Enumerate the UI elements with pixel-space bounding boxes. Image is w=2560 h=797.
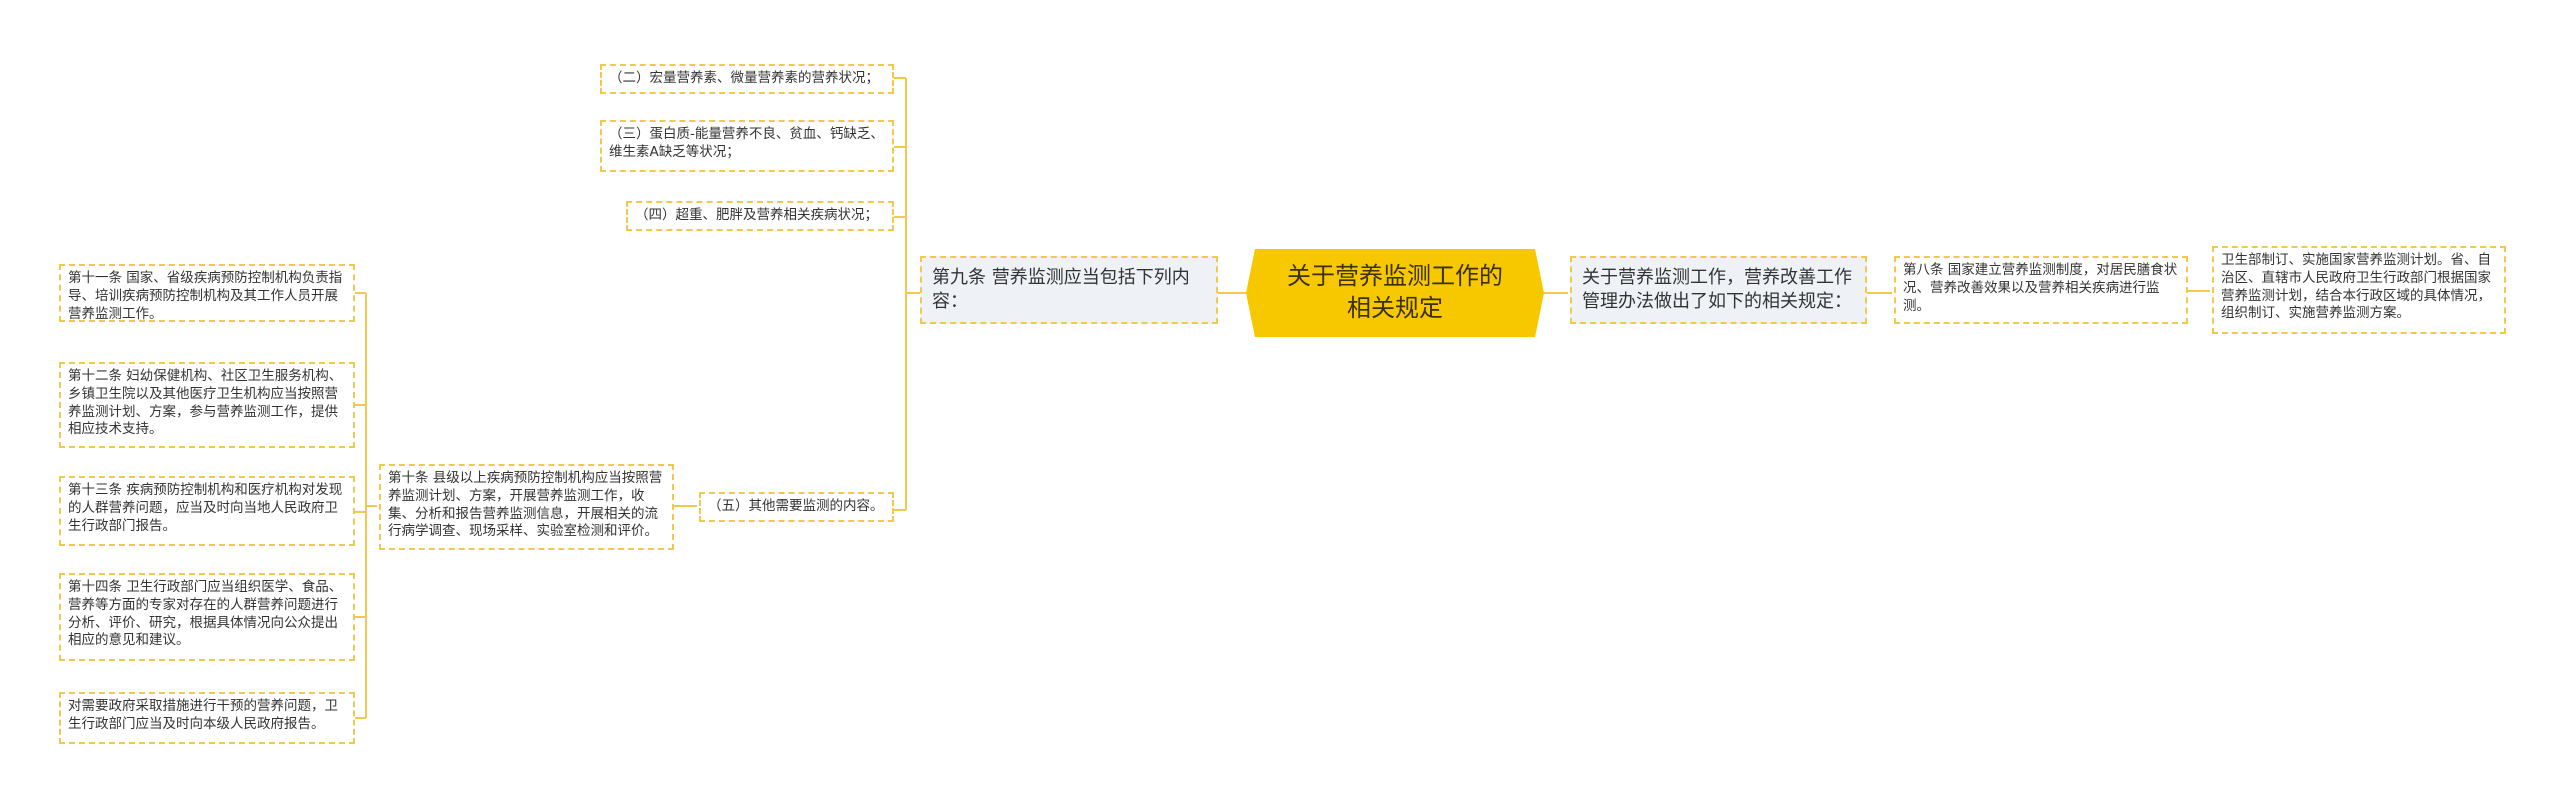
sub-article-text: 第十二条 妇幼保健机构、社区卫生服务机构、乡镇卫生院以及其他医疗卫生机构应当按照… bbox=[68, 368, 343, 438]
article-8-node[interactable]: 第八条 国家建立营养监测制度，对居民膳食状况、营养改善效果以及营养相关疾病进行监… bbox=[1894, 256, 2188, 324]
sub-article-text: 第十四条 卫生行政部门应当组织医学、食品、营养等方面的专家对存在的人群营养问题进… bbox=[68, 579, 343, 649]
article-8-detail-node[interactable]: 卫生部制订、实施国家营养监测计划。省、自治区、直辖市人民政府卫生行政部门根据国家… bbox=[2212, 246, 2506, 334]
article-9-item-text: （三）蛋白质-能量营养不良、贫血、钙缺乏、维生素A缺乏等状况； bbox=[609, 126, 884, 160]
sub-article-node[interactable]: 第十四条 卫生行政部门应当组织医学、食品、营养等方面的专家对存在的人群营养问题进… bbox=[59, 573, 355, 661]
article-10-text: 第十条 县级以上疾病预防控制机构应当按照营养监测计划、方案，开展营养监测工作，收… bbox=[388, 470, 663, 540]
sub-article-text: 对需要政府采取措施进行干预的营养问题，卫生行政部门应当及时向本级人民政府报告。 bbox=[68, 698, 338, 732]
article-9-item[interactable]: （二）宏量营养素、微量营养素的营养状况； bbox=[600, 64, 894, 94]
branch-right-intro-text: 关于营养监测工作，营养改善工作管理办法做出了如下的相关规定： bbox=[1582, 267, 1852, 312]
article-9-item[interactable]: （三）蛋白质-能量营养不良、贫血、钙缺乏、维生素A缺乏等状况； bbox=[600, 120, 894, 172]
article-9-item-text: （二）宏量营养素、微量营养素的营养状况； bbox=[609, 70, 879, 86]
article-9-node[interactable]: 第九条 营养监测应当包括下列内容： bbox=[920, 256, 1218, 324]
branch-right-intro[interactable]: 关于营养监测工作，营养改善工作管理办法做出了如下的相关规定： bbox=[1570, 256, 1867, 324]
sub-article-node[interactable]: 第十二条 妇幼保健机构、社区卫生服务机构、乡镇卫生院以及其他医疗卫生机构应当按照… bbox=[59, 362, 355, 448]
article-9-item-text: （四）超重、肥胖及营养相关疾病状况； bbox=[635, 207, 878, 223]
article-9-item[interactable]: （五）其他需要监测的内容。 bbox=[699, 492, 894, 522]
article-8-text: 第八条 国家建立营养监测制度，对居民膳食状况、营养改善效果以及营养相关疾病进行监… bbox=[1903, 262, 2178, 314]
link-art9-spine bbox=[905, 78, 920, 510]
article-10-node[interactable]: 第十条 县级以上疾病预防控制机构应当按照营养监测计划、方案，开展营养监测工作，收… bbox=[379, 464, 674, 550]
sub-article-text: 第十一条 国家、省级疾病预防控制机构负责指导、培训疾病预防控制机构及其工作人员开… bbox=[68, 270, 343, 322]
root-topic[interactable]: 关于营养监测工作的相关规定 bbox=[1246, 249, 1544, 337]
article-9-text: 第九条 营养监测应当包括下列内容： bbox=[932, 267, 1190, 312]
article-9-item-text: （五）其他需要监测的内容。 bbox=[708, 498, 884, 514]
link-art10-spine bbox=[365, 293, 377, 718]
sub-article-node[interactable]: 第十一条 国家、省级疾病预防控制机构负责指导、培训疾病预防控制机构及其工作人员开… bbox=[59, 264, 355, 322]
root-topic-label: 关于营养监测工作的相关规定 bbox=[1287, 262, 1503, 322]
sub-article-node[interactable]: 第十三条 疾病预防控制机构和医疗机构对发现的人群营养问题，应当及时向当地人民政府… bbox=[59, 476, 355, 546]
article-9-item[interactable]: （四）超重、肥胖及营养相关疾病状况； bbox=[626, 201, 894, 231]
article-8-detail-text: 卫生部制订、实施国家营养监测计划。省、自治区、直辖市人民政府卫生行政部门根据国家… bbox=[2221, 252, 2491, 322]
sub-article-text: 第十三条 疾病预防控制机构和医疗机构对发现的人群营养问题，应当及时向当地人民政府… bbox=[68, 482, 343, 534]
sub-article-node[interactable]: 对需要政府采取措施进行干预的营养问题，卫生行政部门应当及时向本级人民政府报告。 bbox=[59, 692, 355, 744]
